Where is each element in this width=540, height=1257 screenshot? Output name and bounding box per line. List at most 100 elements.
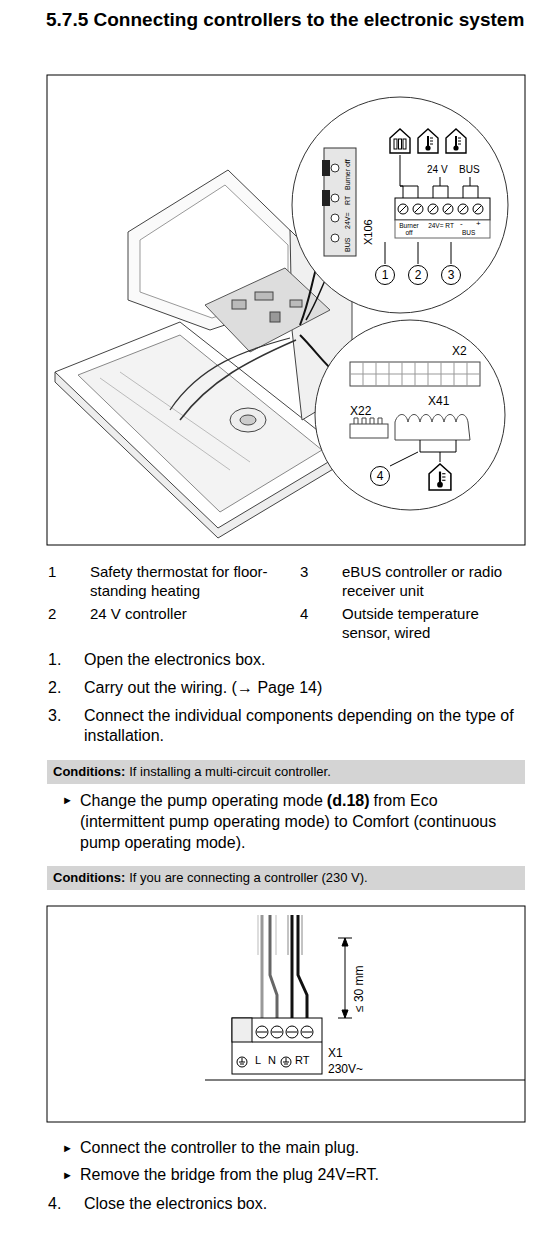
terminal-block [460, 206, 466, 212]
plug-x1 [271, 1026, 283, 1038]
dimension-line [342, 938, 348, 946]
electronics-box [232, 300, 246, 309]
legend-number: 2 [48, 605, 56, 624]
electronics-box [255, 292, 273, 300]
terminal-label: Burner off [396, 222, 422, 236]
plug-x1 [286, 1026, 298, 1038]
legend-text: eBUS controller or radio receiver unit [342, 563, 527, 601]
terminal-block [470, 177, 471, 186]
connector-name: X106 [362, 219, 376, 245]
electronics-box [270, 312, 280, 322]
figure-frame [47, 906, 525, 1122]
ground-symbol [237, 1057, 247, 1067]
terminal-label: 24V= [344, 212, 352, 229]
sensor-wiring [420, 440, 421, 452]
pcb-connectors [428, 362, 429, 386]
electronics-box [290, 300, 302, 307]
legend-text: 24 V controller [90, 605, 280, 624]
condition-bar: Conditions: If installing a multi-circuit… [47, 760, 525, 784]
bullet-mark: ► [62, 794, 73, 808]
terminal-block [395, 198, 490, 220]
condition-label: Conditions: [53, 764, 125, 779]
terminal-label: RT [295, 1054, 309, 1068]
plug-x1 [256, 1026, 268, 1038]
wire [261, 915, 264, 1026]
plug-x1 [287, 1032, 297, 1033]
terminal-block [413, 204, 423, 214]
leader-line [390, 452, 418, 466]
signal-name: BUS [459, 164, 480, 177]
callout-number: 3 [441, 265, 461, 285]
condition-text: If installing a multi-circuit controller… [129, 764, 331, 779]
controller-icon [390, 129, 410, 153]
outside-sensor-icon [429, 464, 451, 490]
terminal-label: Burner off [344, 159, 352, 190]
pcb-connectors [389, 362, 390, 386]
plug-x1 [301, 1026, 313, 1038]
terminal-label: RT [344, 196, 352, 205]
legend-text: Outside temperature sensor, wired [342, 605, 527, 643]
sensor-wiring [420, 452, 456, 453]
pcb-connectors [363, 362, 364, 386]
condition-label: Conditions: [53, 870, 125, 885]
pcb-connectors [350, 362, 480, 386]
pcb-connectors [376, 362, 377, 386]
terminal-block [395, 220, 490, 238]
wire [291, 915, 294, 1026]
ground-symbol [281, 1057, 291, 1067]
pcb-connectors [467, 362, 468, 386]
signal-name: 24 V [427, 164, 448, 177]
plug-x106 [331, 194, 339, 202]
controller-icon [446, 129, 466, 153]
terminal-label: N [268, 1054, 276, 1068]
zoom-circle [315, 320, 505, 510]
terminal-block [448, 186, 449, 198]
leader-line [451, 242, 452, 264]
electronics-box [170, 338, 290, 410]
zoom-circle [292, 97, 508, 510]
sensor-wiring [456, 440, 457, 452]
connector-name: X41 [428, 394, 449, 409]
step-text: Close the electronics box. [84, 1194, 524, 1214]
wire [288, 915, 302, 955]
pin-sign: + [476, 220, 481, 229]
terminal-label: BUS [344, 238, 352, 252]
bullet-mark: ► [62, 1142, 73, 1156]
dimension-line [342, 1010, 348, 1018]
step-number: 1. [48, 650, 61, 670]
pcb-connectors [350, 424, 388, 438]
plug-x1 [232, 1018, 252, 1042]
terminal-block [428, 204, 438, 214]
terminal-block [395, 155, 490, 238]
connector-name: X2 [452, 344, 467, 359]
plug-x1 [252, 1042, 322, 1043]
step-text: Carry out the wiring. (→ Page 14) [84, 678, 524, 698]
leader-line [418, 242, 419, 264]
step-text: Open the electronics box. [84, 650, 524, 670]
terminal-block [400, 206, 406, 212]
pcb-connectors [402, 362, 403, 386]
terminal-block [415, 206, 421, 212]
callout-number: 2 [408, 265, 428, 285]
terminal-block [475, 206, 481, 212]
legend-number: 3 [300, 563, 308, 582]
terminal-block [445, 206, 451, 212]
instruction-text: Connect the controller to the main plug. [80, 1138, 525, 1158]
legend-number: 1 [48, 563, 56, 582]
callout-number: 2 [415, 269, 422, 281]
pcb-connectors [350, 362, 480, 440]
parameter-code: (d.18) [327, 792, 370, 809]
instruction-text: Change the pump operating mode(d.18)from… [80, 791, 525, 853]
plug-x1 [257, 1032, 267, 1033]
legend-number: 4 [300, 605, 308, 624]
callout-number: 1 [375, 265, 395, 285]
figure-frame [47, 75, 525, 545]
sensor-wiring [440, 452, 441, 462]
plug-x1 [232, 1018, 322, 1074]
terminal-block [443, 204, 453, 214]
dimension-line [338, 938, 352, 1018]
terminal-block [458, 204, 468, 214]
terminal-block [473, 204, 483, 214]
plug-x1 [272, 1032, 282, 1033]
